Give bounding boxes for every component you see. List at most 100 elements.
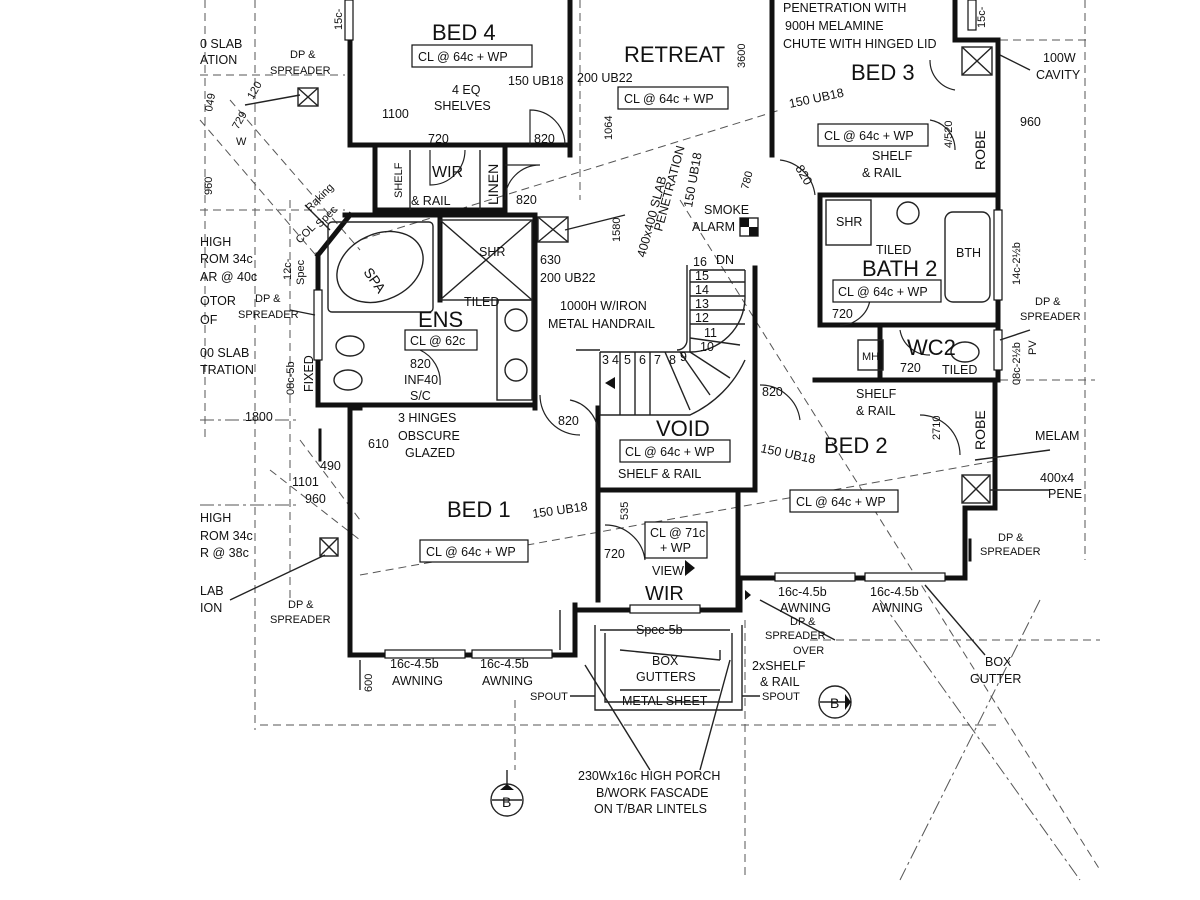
note-slab-top2: ATION [200, 53, 237, 67]
room-bed4: BED 4 [432, 20, 496, 45]
room-bath2: BATH 2 [862, 256, 937, 281]
note-metal-sheet: METAL SHEET [622, 694, 708, 708]
note-spec12c: 12c- [282, 258, 294, 280]
label-bth: BTH [956, 246, 981, 260]
ceiling-bed4: CL @ 64c + WP [418, 50, 508, 64]
note-box-gutter1: BOX [985, 655, 1012, 669]
note-smoke2: ALARM [692, 220, 735, 234]
dim-780: 780 [739, 170, 755, 191]
dim-960-side: 960 [203, 177, 215, 195]
note-slab-top1: 0 SLAB [200, 37, 242, 51]
ceiling-boxes [404, 44, 942, 563]
toilet-icon [335, 335, 365, 357]
note-pv: PV [1027, 340, 1039, 355]
dim-1580: 1580 [611, 218, 623, 242]
note-porch1: 230Wx16c HIGH PORCH [578, 769, 720, 783]
ceiling-bed2: CL @ 64c + WP [796, 495, 886, 509]
note-box-gutters1: BOX [652, 654, 679, 668]
note-col: COL [294, 222, 318, 246]
note-shelves1: 4 EQ [452, 83, 481, 97]
room-bed2: BED 2 [824, 433, 888, 458]
dim-720-bed4: 720 [428, 132, 449, 146]
fixtures [297, 46, 993, 562]
label-shr-bath: SHR [836, 215, 862, 229]
note-box-gutters2: GUTTERS [636, 670, 696, 684]
note-handrail1: 1000H W/IRON [560, 299, 647, 313]
note-dp-over2: SPREADER [765, 630, 826, 642]
note-high-b3: R @ 38c [200, 546, 249, 560]
note-dp-tl2: SPREADER [270, 65, 331, 77]
ceiling-bed1: CL @ 64c + WP [426, 545, 516, 559]
note-shelf-bed3-1: SHELF [872, 149, 913, 163]
note-15c-left: 15c- [333, 8, 345, 30]
note-spec12c2: Spec [295, 259, 307, 285]
dim-729: 729 [230, 110, 250, 132]
stair-step-number: 13 [695, 297, 709, 311]
section-label-right: B [830, 695, 839, 711]
dim-820-retreat: 820 [534, 132, 555, 146]
dim-820-linen: 820 [516, 193, 537, 207]
dim-1100: 1100 [382, 107, 409, 121]
manhole [857, 339, 884, 371]
dim-820-ens: 820 [410, 357, 431, 371]
dim-820-bed2: 820 [762, 385, 783, 399]
note-fixed: FIXED [302, 355, 316, 392]
note-high-b1: HIGH [200, 511, 231, 525]
note-porch3: ON T/BAR LINTELS [594, 802, 707, 816]
note-shelf-void: SHELF & RAIL [618, 467, 701, 481]
dim-049: 049 [203, 92, 218, 112]
stair-step-number: 7 [654, 353, 661, 367]
room-labels: BED 4 RETREAT BED 3 ENS BATH 2 WC2 VOID … [361, 20, 988, 605]
dim-600: 600 [363, 674, 375, 692]
dim-1800: 1800 [245, 410, 273, 424]
dim-720-wc: 720 [900, 361, 921, 375]
basin-icon [896, 201, 920, 225]
note-high3: AR @ 40c [200, 270, 257, 284]
ceiling-bath2: CL @ 64c + WP [838, 285, 928, 299]
note-dp-ens2: SPREADER [238, 309, 299, 321]
note-win-08c: 08c-2½b [1011, 342, 1023, 385]
dim-630: 630 [540, 253, 561, 267]
note-tiled-bath: TILED [876, 243, 911, 257]
section-markers [490, 685, 852, 817]
note-slab-ens2: TRATION [200, 363, 254, 377]
note-hinges3: GLAZED [405, 446, 455, 460]
dim-4520: 4/520 [943, 120, 955, 148]
note-high1: HIGH [200, 235, 231, 249]
label-spa: SPA [361, 265, 390, 297]
note-pen400-2: PENE [1048, 487, 1082, 501]
dim-720-bath: 720 [832, 307, 853, 321]
note-cavity2: CAVITY [1036, 68, 1081, 82]
note-win-14c: 14c-2½b [1011, 242, 1023, 285]
note-pen400-1: 400x4 [1040, 471, 1074, 485]
dim-ub-bed4: 150 UB18 [508, 74, 564, 88]
room-bed1: BED 1 [447, 497, 511, 522]
dim-ub-stair: 200 UB22 [540, 271, 596, 285]
stair-step-number: 10 [700, 340, 714, 354]
note-hinges1: 3 HINGES [398, 411, 456, 425]
doors [419, 59, 961, 561]
note-tiled-ens: TILED [464, 295, 499, 309]
note-dp-ens1: DP & [255, 293, 281, 305]
room-bed3: BED 3 [851, 60, 915, 85]
stair-step-number: 5 [624, 353, 631, 367]
stair-step-number: 9 [680, 350, 687, 364]
note-smoke1: SMOKE [704, 203, 749, 217]
note-shelf-bed2-1: SHELF [856, 387, 897, 401]
note-penetration: PENETRATION WITH [783, 1, 906, 15]
note-view: VIEW [652, 564, 684, 578]
note-slab-ens1: 00 SLAB [200, 346, 249, 360]
dim-610: 610 [368, 437, 389, 451]
note-awning-b1-1b: AWNING [392, 674, 443, 688]
room-wir-bottom: WIR [645, 583, 684, 605]
dim-3600: 3600 [736, 44, 748, 68]
note-shelf2x1: 2xSHELF [752, 659, 806, 673]
note-spout-r: SPOUT [762, 691, 800, 703]
dim-535: 535 [619, 502, 631, 520]
stair-step-number: 8 [669, 353, 676, 367]
ceiling-wir2: + WP [660, 541, 691, 555]
toilet-icon [950, 341, 980, 363]
note-awning-b1-1a: 16c-4.5b [390, 657, 439, 671]
leaders [229, 54, 1051, 771]
